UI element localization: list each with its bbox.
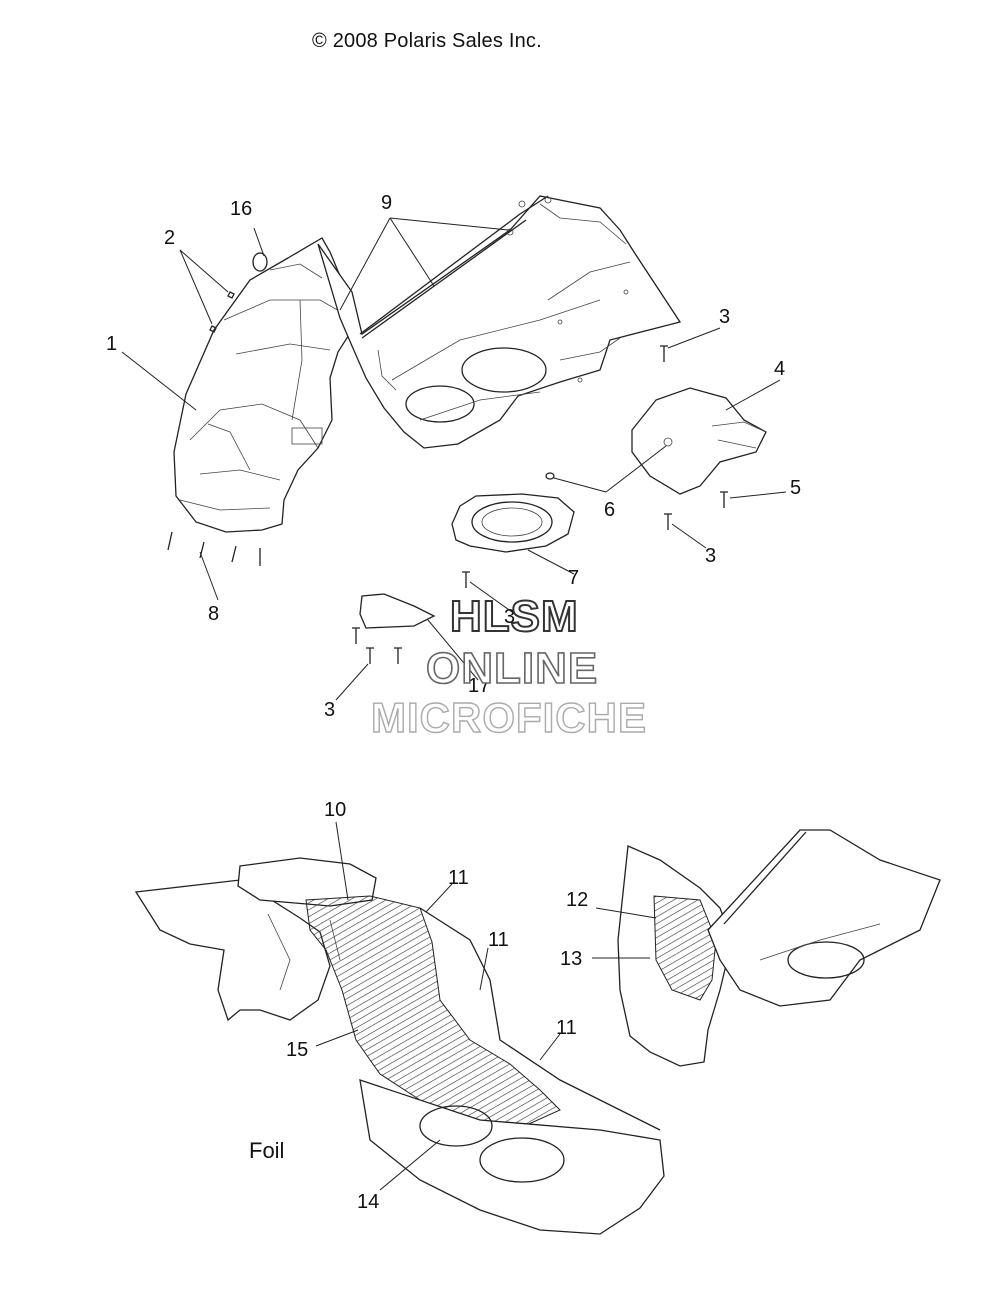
callout-7: 7 — [568, 567, 580, 589]
grommet-part-16 — [252, 252, 268, 272]
inner-panel-assembly — [617, 829, 941, 1067]
callout-2: 2 — [164, 227, 176, 249]
watermark-line-1: HLSM — [449, 591, 579, 642]
callout-11a: 11 — [448, 867, 469, 889]
callout-5: 5 — [790, 477, 802, 499]
callout-11b: 11 — [488, 929, 509, 951]
callout-4: 4 — [774, 358, 786, 380]
callout-14: 14 — [357, 1191, 380, 1213]
floor-pan-part-9 — [317, 195, 682, 449]
callout-3d: 3 — [324, 699, 336, 721]
side-panel-part-1 — [173, 237, 353, 533]
callout-15: 15 — [286, 1039, 309, 1061]
clip-part-2 — [209, 291, 235, 333]
copyright-notice: © 2008 Polaris Sales Inc. — [312, 30, 542, 52]
callout-16: 16 — [230, 198, 253, 220]
fasteners — [167, 345, 728, 664]
bracket-part-17 — [359, 593, 436, 629]
cover-part-4 — [631, 387, 767, 495]
watermark-line-3: MICROFICHE — [370, 693, 647, 741]
callout-6: 6 — [604, 499, 616, 521]
callout-10: 10 — [324, 799, 347, 821]
callout-9: 9 — [381, 192, 393, 214]
callout-17: 17 — [468, 675, 491, 697]
foil-assembly — [134, 857, 665, 1235]
callout-3a: 3 — [719, 306, 731, 328]
callout-3c: 3 — [504, 606, 516, 628]
callout-13: 13 — [560, 948, 583, 970]
callout-11c: 11 — [556, 1017, 577, 1039]
leader-lines-lower — [315, 821, 657, 1191]
callout-1: 1 — [106, 333, 118, 355]
callout-12: 12 — [566, 889, 589, 911]
callout-3b: 3 — [705, 545, 717, 567]
ring-plate-part-7 — [451, 493, 575, 553]
leader-lines-upper — [121, 217, 787, 701]
watermark-line-2: ONLINE — [425, 643, 599, 694]
callout-8: 8 — [208, 603, 220, 625]
foil-label: Foil — [249, 1138, 285, 1163]
